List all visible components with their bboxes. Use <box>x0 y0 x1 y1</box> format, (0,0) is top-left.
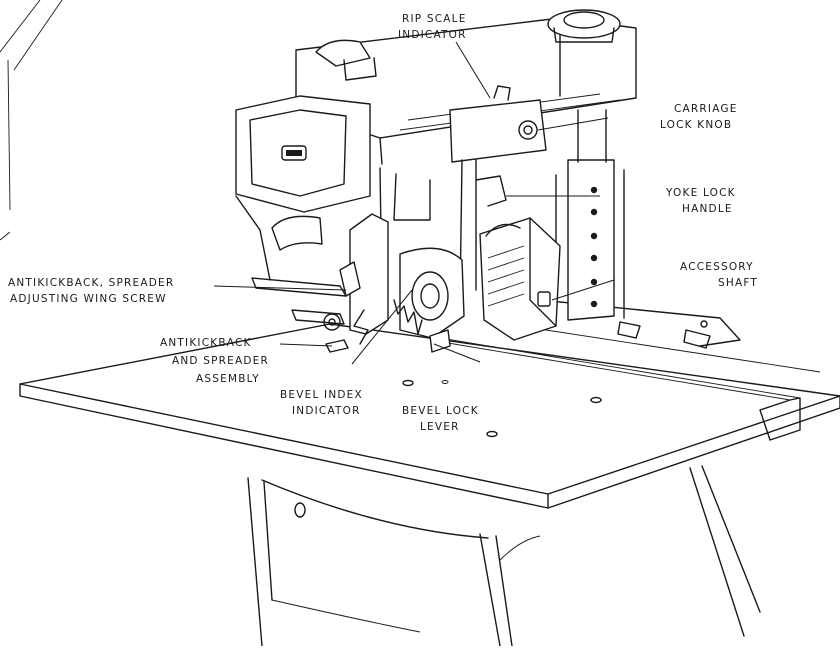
motor-right <box>479 217 561 341</box>
rear-rail <box>539 299 741 349</box>
label-carriage-lock-2: LOCK KNOB <box>660 119 732 131</box>
label-rip-scale-2: INDICATOR <box>398 29 467 41</box>
motor-housing <box>235 95 371 213</box>
label-yoke-lock-2: HANDLE <box>682 203 733 215</box>
label-antikickback-assembly-3: ASSEMBLY <box>196 373 260 385</box>
background-wall <box>0 0 63 241</box>
label-antikickback-wing-2: ADJUSTING WING SCREW <box>10 293 167 305</box>
label-antikickback-wing-1: ANTIKICKBACK, SPREADER <box>8 277 174 289</box>
label-carriage-lock-1: CARRIAGE <box>674 103 738 115</box>
label-antikickback-assembly-1: ANTIKICKBACK <box>160 337 252 349</box>
operating-handle <box>235 195 323 281</box>
label-bevel-lock-2: LEVER <box>420 421 460 433</box>
radial-arm <box>295 9 637 165</box>
table-legs <box>247 465 761 647</box>
antikickback-assembly <box>251 261 361 353</box>
label-bevel-index-1: BEVEL INDEX <box>280 389 363 401</box>
blade-guard <box>349 213 465 353</box>
carriage <box>449 85 547 163</box>
column <box>555 109 625 321</box>
label-bevel-lock-1: BEVEL LOCK <box>402 405 479 417</box>
label-accessory-shaft-2: SHAFT <box>718 277 758 289</box>
label-yoke-lock-1: YOKE LOCK <box>665 187 736 199</box>
label-accessory-shaft-1: ACCESSORY <box>680 261 754 273</box>
label-antikickback-assembly-2: AND SPREADER <box>172 355 269 367</box>
table-top <box>19 323 840 509</box>
arm-top-handle <box>315 39 377 81</box>
label-rip-scale-1: RIP SCALE <box>402 13 467 25</box>
label-bevel-index-2: INDICATOR <box>292 405 361 417</box>
leader-lines <box>213 41 615 365</box>
